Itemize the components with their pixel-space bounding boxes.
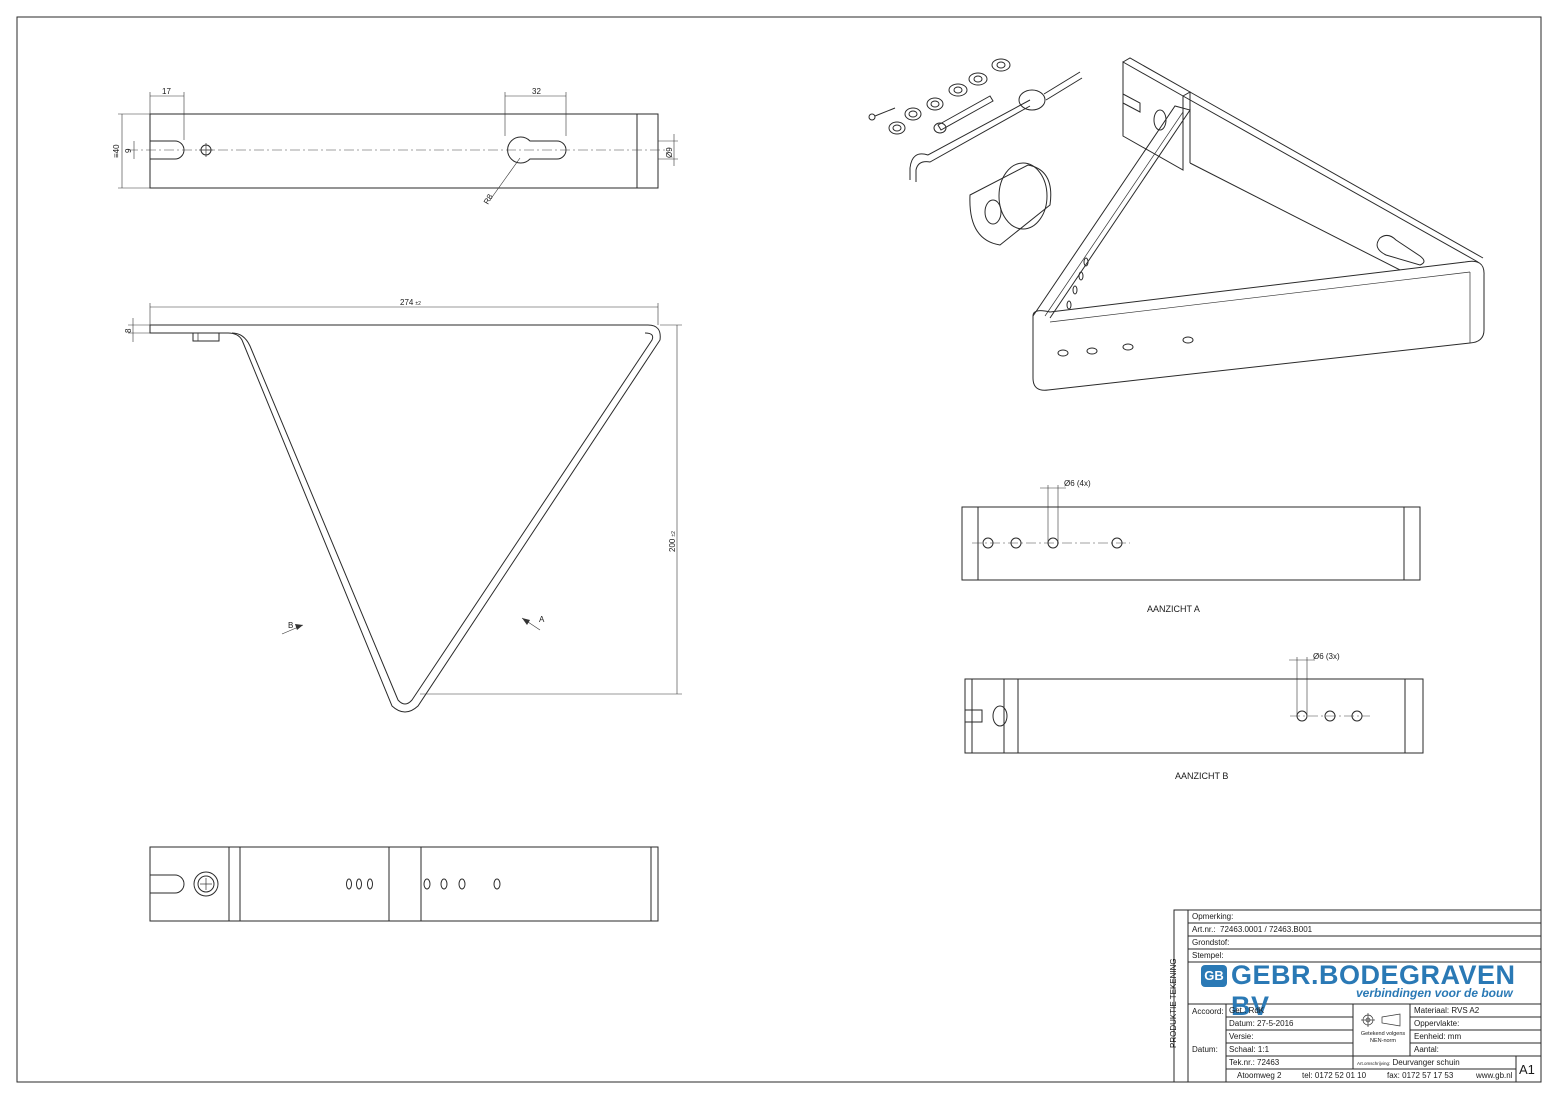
view-a-hole-note: Ø6 (4x) [1064, 479, 1091, 488]
arrow-b-label: B [288, 621, 293, 630]
tb-norm-line1: Getekend volgens [1360, 1031, 1406, 1037]
tb-artnr-value: 72463.0001 / 72463.B001 [1220, 925, 1313, 934]
tb-tel: tel: 0172 52 01 10 [1302, 1071, 1367, 1080]
tb-web: www.gb.nl [1476, 1071, 1513, 1080]
dim-offset-text: 9 [124, 148, 133, 153]
tb-oppervlakte: Oppervlakte: [1414, 1019, 1460, 1028]
bottom-view [149, 846, 659, 922]
tb-omschrijving: Art.omschrijving: Deurvanger schuin [1357, 1058, 1460, 1069]
dim-thickness-text: 8 [124, 328, 133, 333]
dim-slot-text: 17 [162, 87, 171, 96]
sheet-border [16, 16, 1542, 1083]
isometric-view [868, 57, 1485, 391]
tb-vertical-label: PRODUKTIE TEKENING [1169, 958, 1178, 1048]
tb-teknr: Tek.nr.: 72463 [1229, 1058, 1280, 1067]
tb-get: Get.: RdK [1229, 1006, 1265, 1015]
tb-omschrijving-label: Art.omschrijving: [1357, 1061, 1391, 1066]
tb-eenheid: Eenheid: mm [1414, 1032, 1462, 1041]
dim-length-text: 274±2 [400, 298, 421, 307]
tb-artnr-label: Art.nr.: [1192, 925, 1216, 934]
tb-datum: Datum: 27-5-2016 [1229, 1019, 1294, 1028]
top-view: 17 32 ≡40 9 Ø9 R8 [112, 87, 678, 206]
logo-badge-icon: GB [1201, 965, 1227, 987]
projection-symbol-icon [1361, 1013, 1401, 1027]
tb-grondstof: Grondstof: [1192, 938, 1230, 947]
view-a: Ø6 (4x) AANZICHT A [961, 479, 1421, 614]
arrow-a-label: A [539, 615, 545, 624]
dim-radius-text: R8 [482, 192, 495, 206]
tb-datum-left: Datum: [1192, 1045, 1218, 1054]
title-block-grid [1173, 909, 1542, 1083]
tb-format: A1 [1519, 1062, 1535, 1077]
tb-aantal: Aantal: [1414, 1045, 1439, 1054]
view-b-hole-note: Ø6 (3x) [1313, 652, 1340, 661]
dim-width-text: ≡40 [112, 144, 121, 158]
view-b: Ø6 (3x) AANZICHT B [964, 652, 1424, 781]
tb-omschrijving-value: Deurvanger schuin [1392, 1058, 1460, 1067]
dim-height-text: 200±2 [668, 531, 677, 552]
tb-versie: Versie: [1229, 1032, 1254, 1041]
tb-address: Atoomweg 2 [1237, 1071, 1282, 1080]
tb-schaal: Schaal: 1:1 [1229, 1045, 1270, 1054]
tb-stempel: Stempel: [1192, 951, 1224, 960]
dim-dia-text: Ø9 [665, 147, 674, 158]
view-a-title: AANZICHT A [1147, 604, 1200, 614]
tb-artnr: Art.nr.: 72463.0001 / 72463.B001 [1192, 925, 1312, 935]
tb-norm-line2: NEN-norm [1370, 1038, 1396, 1044]
tb-fax: fax: 0172 57 17 53 [1387, 1071, 1454, 1080]
company-name: GEBR.BODEGRAVEN BV [1231, 960, 1516, 1021]
tb-materiaal: Materiaal: RVS A2 [1414, 1006, 1480, 1015]
tb-opmerking: Opmerking: [1192, 912, 1234, 921]
tb-accoord: Accoord: [1192, 1007, 1224, 1016]
company-logo: GB GEBR.BODEGRAVEN BV verbindingen voor … [1201, 960, 1541, 1021]
view-b-title: AANZICHT B [1175, 771, 1228, 781]
company-tagline: verbindingen voor de bouw [1356, 986, 1513, 1000]
dim-keyhole-text: 32 [532, 87, 541, 96]
side-view: 274±2 8 200±2 B A [124, 298, 682, 713]
